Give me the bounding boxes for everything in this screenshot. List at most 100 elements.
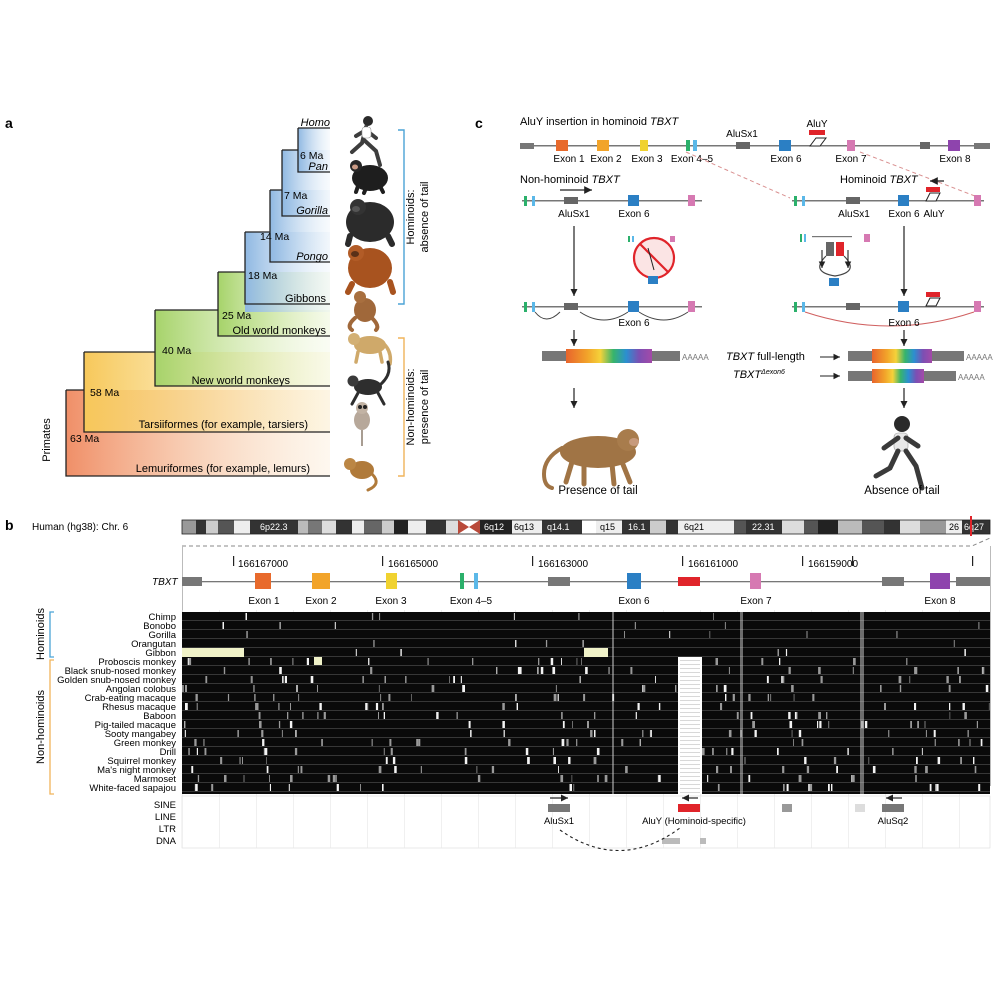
repeat-class-label: DNA — [156, 836, 177, 847]
hatch-line — [680, 716, 700, 717]
grid-line — [811, 796, 812, 848]
alusq2-repeat-label: AluSq2 — [878, 816, 909, 827]
alignment-stripe — [371, 739, 373, 746]
alignment-stripe — [707, 775, 709, 782]
alignment-stripe — [621, 739, 624, 746]
delta-exon6-label: TBXTΔexon6 — [733, 369, 785, 381]
exon-6-box — [627, 573, 641, 589]
alignment-stripe — [279, 667, 282, 674]
alignment-stripe — [820, 676, 823, 683]
gibbon-gap-block — [182, 648, 244, 657]
alignment-stripe — [976, 721, 978, 728]
alignment-stripe — [579, 676, 581, 683]
alignment-stripe — [642, 685, 646, 692]
alignment-stripe — [868, 757, 870, 764]
row-separator — [182, 674, 990, 675]
alignment-stripe — [237, 730, 239, 737]
alignment-stripe — [515, 640, 517, 647]
alignment-stripe — [560, 775, 564, 782]
alignment-stripe — [211, 784, 214, 791]
non-hominoid-gene-model: AluSx1 Exon 6 — [522, 186, 702, 220]
alignment-stripe — [936, 784, 939, 791]
alignment-stripe — [969, 739, 971, 746]
alignment-stripe — [732, 694, 735, 701]
alignment-stripe — [502, 703, 505, 710]
coordinate-label: 166159000 — [808, 559, 858, 570]
alignment-stripe — [515, 694, 517, 701]
hatch-line — [680, 788, 700, 789]
alignment-stripe — [744, 757, 746, 764]
exon-4-box — [686, 140, 690, 151]
repeat-box — [855, 804, 865, 812]
alignment-stripe — [728, 667, 730, 674]
chromosome-band — [512, 520, 542, 534]
divergence-14ma: 14 Ma — [260, 231, 289, 243]
alignment-stripe — [831, 784, 833, 791]
alignment-stripe — [279, 622, 281, 629]
tbxt-gene-label: TBXT — [152, 577, 178, 588]
band-label: 6q27 — [964, 522, 984, 532]
alignment-stripe — [289, 721, 293, 728]
chromosome-band — [900, 520, 920, 534]
alignment-stripe — [253, 685, 255, 692]
taxon-gibbons: Gibbons — [285, 293, 326, 305]
hatch-line — [680, 728, 700, 729]
taxon-lemuriformes: Lemuriformes (for example, lemurs) — [136, 463, 310, 475]
tbxt-gene-track: TBXT Exon 1 Exon 2 Exon 3 Exon 4–5 Exon … — [152, 573, 990, 607]
chromosome-ideogram — [181, 519, 991, 535]
alignment-stripe — [284, 676, 287, 683]
alignment-stripe — [962, 703, 965, 710]
grid-line — [478, 796, 479, 848]
non-hominoids-group-label: Non-hominoids — [35, 690, 47, 764]
divergence-58ma: 58 Ma — [90, 387, 119, 399]
alignment-stripe — [949, 703, 951, 710]
alignment-stripe — [184, 730, 186, 737]
alignment-stripe — [748, 775, 751, 782]
alignment-stripe — [630, 667, 633, 674]
left-transcript: AAAAA — [542, 349, 709, 363]
repeat-box — [662, 838, 680, 844]
alignment-stripe — [306, 658, 309, 665]
alignment-stripe — [712, 748, 714, 755]
species-label: Crab-eating macaque — [85, 693, 176, 704]
alignment-stripe — [812, 694, 815, 701]
alignment-stripe — [334, 622, 336, 629]
alignment-stripe — [362, 676, 364, 683]
hatch-line — [680, 736, 700, 737]
alignment-stripe — [295, 730, 297, 737]
exon-1-box — [255, 573, 271, 589]
divergence-63ma: 63 Ma — [70, 433, 99, 445]
alignment-stripe — [562, 721, 565, 728]
tbxt-locus-marker — [970, 516, 972, 536]
alignment-stripe — [794, 712, 797, 719]
left-splicing-model: Exon 6 — [522, 301, 702, 329]
hatch-line — [680, 668, 700, 669]
grid-line — [441, 796, 442, 848]
alignment-stripe — [750, 712, 753, 719]
alignment-stripe — [578, 613, 580, 620]
aluy-repeat-label: AluY (Hominoid-specific) — [642, 816, 746, 827]
alignment-stripe — [270, 658, 272, 665]
alignment-stripe — [948, 685, 951, 692]
alignment-stripe — [914, 766, 917, 773]
aluy-box — [809, 130, 825, 135]
alignment-stripe — [914, 703, 917, 710]
exon-5-box — [693, 140, 697, 151]
species-label: Marmoset — [134, 774, 177, 785]
alignment-stripe — [382, 703, 384, 710]
chromosome-band — [542, 520, 582, 534]
chromosome-band — [218, 520, 234, 534]
alignment-column — [740, 612, 743, 794]
grid-line — [589, 796, 590, 848]
top-exon45-label: Exon 4–5 — [671, 154, 714, 165]
hatch-line — [680, 748, 700, 749]
alignment-stripe — [836, 766, 838, 773]
chromosome-band — [678, 520, 734, 534]
hominoid-gene-model: AluSx1 Exon 6 AluY — [792, 177, 984, 220]
row-separator — [182, 773, 990, 774]
alignment-stripe — [245, 613, 247, 620]
alignment-stripe — [938, 757, 940, 764]
zoom-guide-left — [685, 151, 791, 199]
alignment-stripe — [336, 784, 339, 791]
